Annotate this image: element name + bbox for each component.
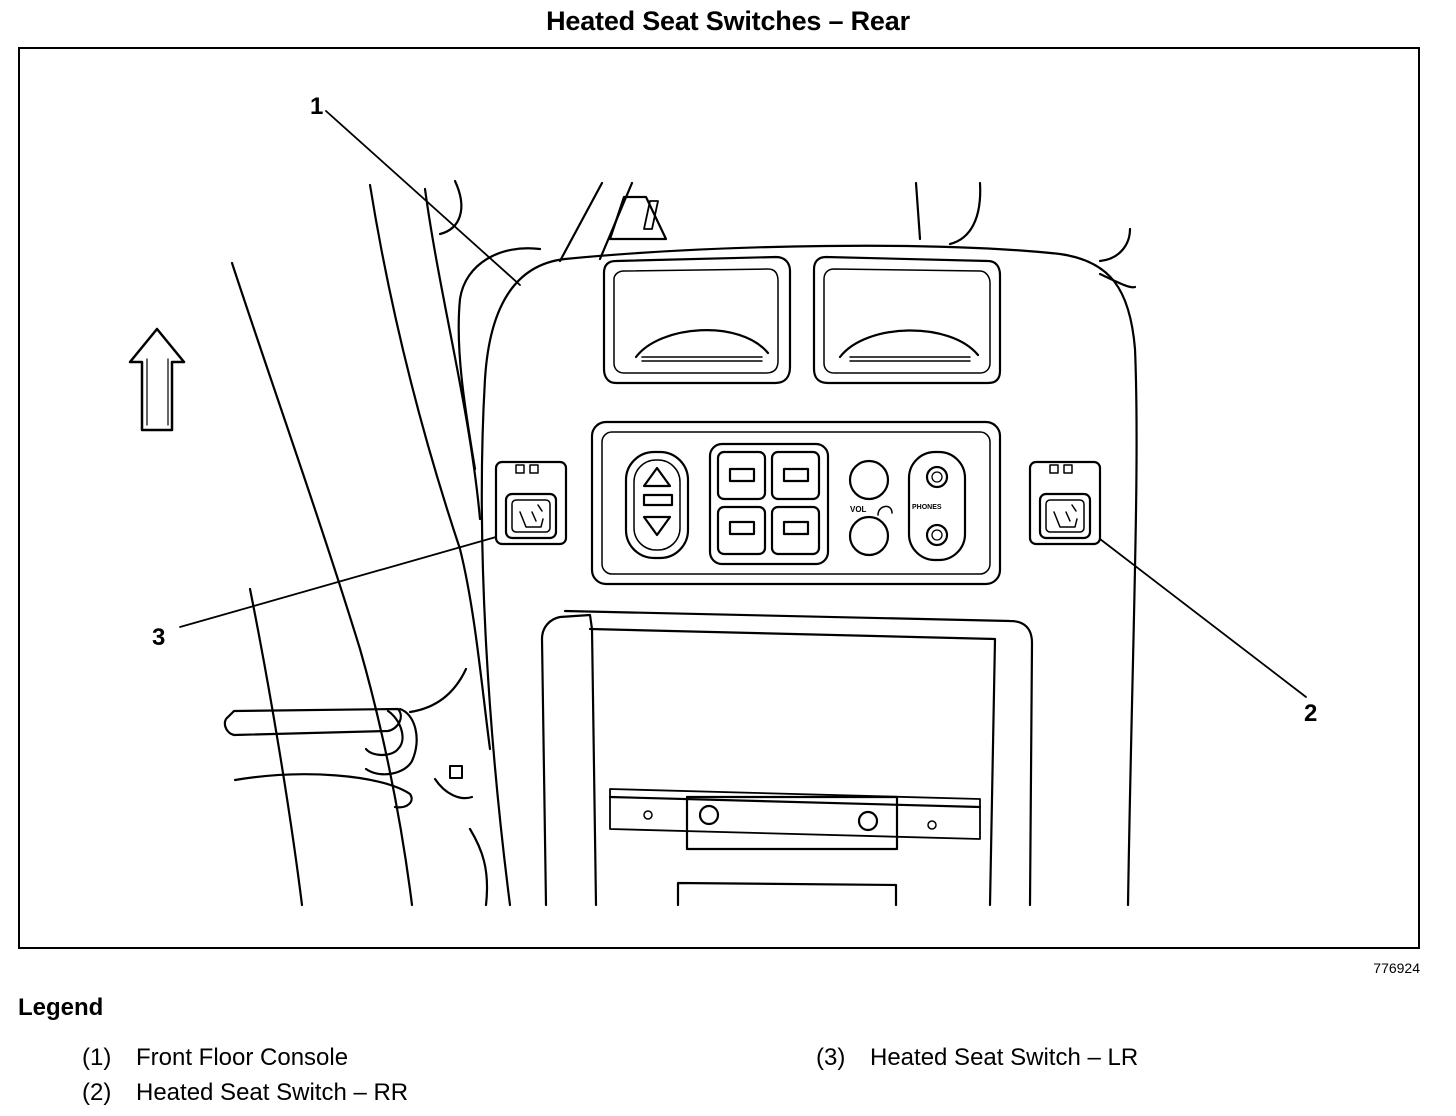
legend-item-text: Heated Seat Switch – RR [136, 1079, 409, 1106]
front-floor-console [480, 244, 1138, 907]
volume-up-button[interactable] [848, 459, 890, 501]
callout-1: 1 [310, 93, 323, 120]
seek-rocker-button[interactable] [624, 450, 690, 560]
legend-item-3: (3) Heated Seat Switch – LR [816, 1044, 1138, 1072]
illustration-frame: VOL PHONES [18, 47, 1420, 949]
volume-down-button[interactable] [848, 515, 890, 557]
seat-heat-icon [1053, 504, 1078, 528]
legend-item-number: (3) [816, 1044, 846, 1071]
callout-leader-3 [179, 536, 497, 628]
figure-id: 776924 [1373, 960, 1420, 976]
callout-leader-2 [1099, 538, 1307, 698]
vol-label: VOL [850, 505, 867, 514]
legend-item-text: Heated Seat Switch – LR [870, 1044, 1139, 1071]
heated-seat-switch-lr[interactable] [494, 460, 568, 546]
legend-heading: Legend [18, 994, 104, 1021]
forward-arrow-icon [128, 327, 186, 432]
legend-item-1: (1) Front Floor Console [82, 1044, 348, 1072]
diagram-title: Heated Seat Switches – Rear [546, 6, 910, 36]
rear-audio-control-panel [590, 420, 1002, 586]
right-air-vent [812, 255, 1002, 385]
console-storage-bin [540, 609, 1034, 907]
console-illustration: VOL PHONES [128, 93, 1317, 907]
phones-label: PHONES [912, 504, 942, 511]
callout-2: 2 [1304, 700, 1317, 727]
seat-heat-icon [519, 504, 544, 528]
seatbelt-buckle [223, 707, 402, 737]
headphone-jack-panel [907, 450, 967, 562]
legend-item-2: (2) Heated Seat Switch – RR [82, 1079, 408, 1107]
volume-arc-icon [877, 505, 893, 516]
legend-item-text: Front Floor Console [136, 1044, 349, 1071]
heated-seat-switch-rr[interactable] [1028, 460, 1102, 546]
legend-item-number: (2) [82, 1079, 112, 1106]
preset-button-group[interactable] [708, 442, 830, 566]
left-air-vent [602, 255, 792, 385]
legend-item-number: (1) [82, 1044, 112, 1071]
left-seat-outline [230, 261, 414, 907]
callout-leader-1 [325, 110, 521, 286]
callout-3: 3 [152, 624, 165, 651]
